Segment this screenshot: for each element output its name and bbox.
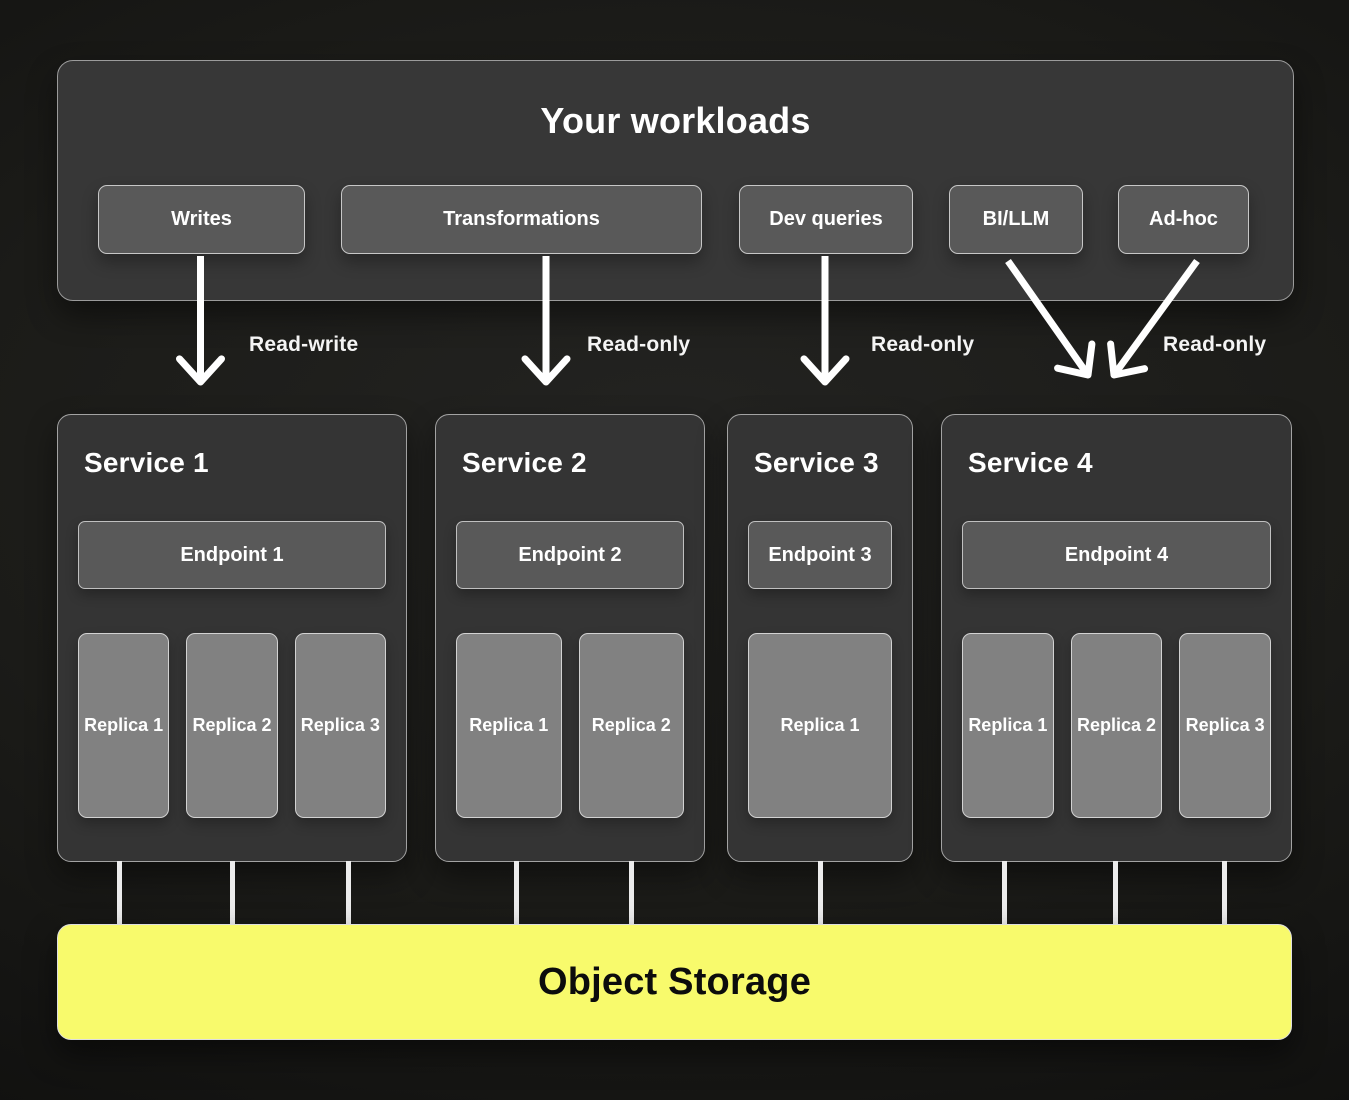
service-1-replicas: Replica 1 Replica 2 Replica 3 [78, 633, 386, 818]
workloads-panel: Your workloads Writes Transformations De… [57, 60, 1294, 301]
storage-connector [346, 861, 351, 924]
replica: Replica 1 [962, 633, 1054, 818]
service-3-panel: Service 3 Endpoint 3 Replica 1 [727, 414, 913, 862]
workload-writes: Writes [98, 185, 305, 254]
service-1-endpoint: Endpoint 1 [78, 521, 386, 589]
replica: Replica 3 [1179, 633, 1272, 818]
storage-connector [629, 861, 634, 924]
service-1-panel: Service 1 Endpoint 1 Replica 1 Replica 2… [57, 414, 407, 862]
service-2-replicas: Replica 1 Replica 2 [456, 633, 684, 818]
service-2-title: Service 2 [462, 447, 587, 478]
replica: Replica 2 [578, 633, 684, 818]
storage-connector [514, 861, 519, 924]
flow-label-read-only-2: Read-only [871, 333, 975, 356]
workload-ad-hoc: Ad-hoc [1118, 185, 1249, 254]
storage-connector [230, 861, 235, 924]
service-4-title: Service 4 [968, 447, 1093, 478]
object-storage-bar: Object Storage [57, 924, 1292, 1040]
service-3-endpoint: Endpoint 3 [748, 521, 892, 589]
service-1-title: Service 1 [84, 447, 209, 478]
storage-connector [1002, 861, 1007, 924]
replica: Replica 1 [456, 633, 562, 818]
replica: Replica 2 [1070, 633, 1163, 818]
service-3-replicas: Replica 1 [748, 633, 892, 818]
service-4-panel: Service 4 Endpoint 4 Replica 1 Replica 2… [941, 414, 1292, 862]
storage-connector [1113, 861, 1118, 924]
workload-dev-queries: Dev queries [739, 185, 913, 254]
workloads-title: Your workloads [540, 100, 811, 141]
flow-label-read-write: Read-write [249, 333, 359, 356]
service-4-endpoint: Endpoint 4 [962, 521, 1271, 589]
service-2-panel: Service 2 Endpoint 2 Replica 1 Replica 2 [435, 414, 705, 862]
storage-connector [818, 861, 823, 924]
service-4-replicas: Replica 1 Replica 2 Replica 3 [962, 633, 1272, 818]
workload-transformations: Transformations [341, 185, 702, 254]
storage-connector [117, 861, 122, 924]
service-2-endpoint: Endpoint 2 [456, 521, 684, 589]
workload-bi-llm: BI/LLM [949, 185, 1083, 254]
service-3-title: Service 3 [754, 447, 879, 478]
replica: Replica 1 [748, 633, 892, 818]
replica: Replica 2 [186, 633, 278, 818]
flow-label-read-only-1: Read-only [587, 333, 691, 356]
storage-connector [1222, 861, 1227, 924]
replica: Replica 3 [294, 633, 386, 818]
replica: Replica 1 [78, 633, 170, 818]
flow-label-read-only-3: Read-only [1163, 333, 1267, 356]
